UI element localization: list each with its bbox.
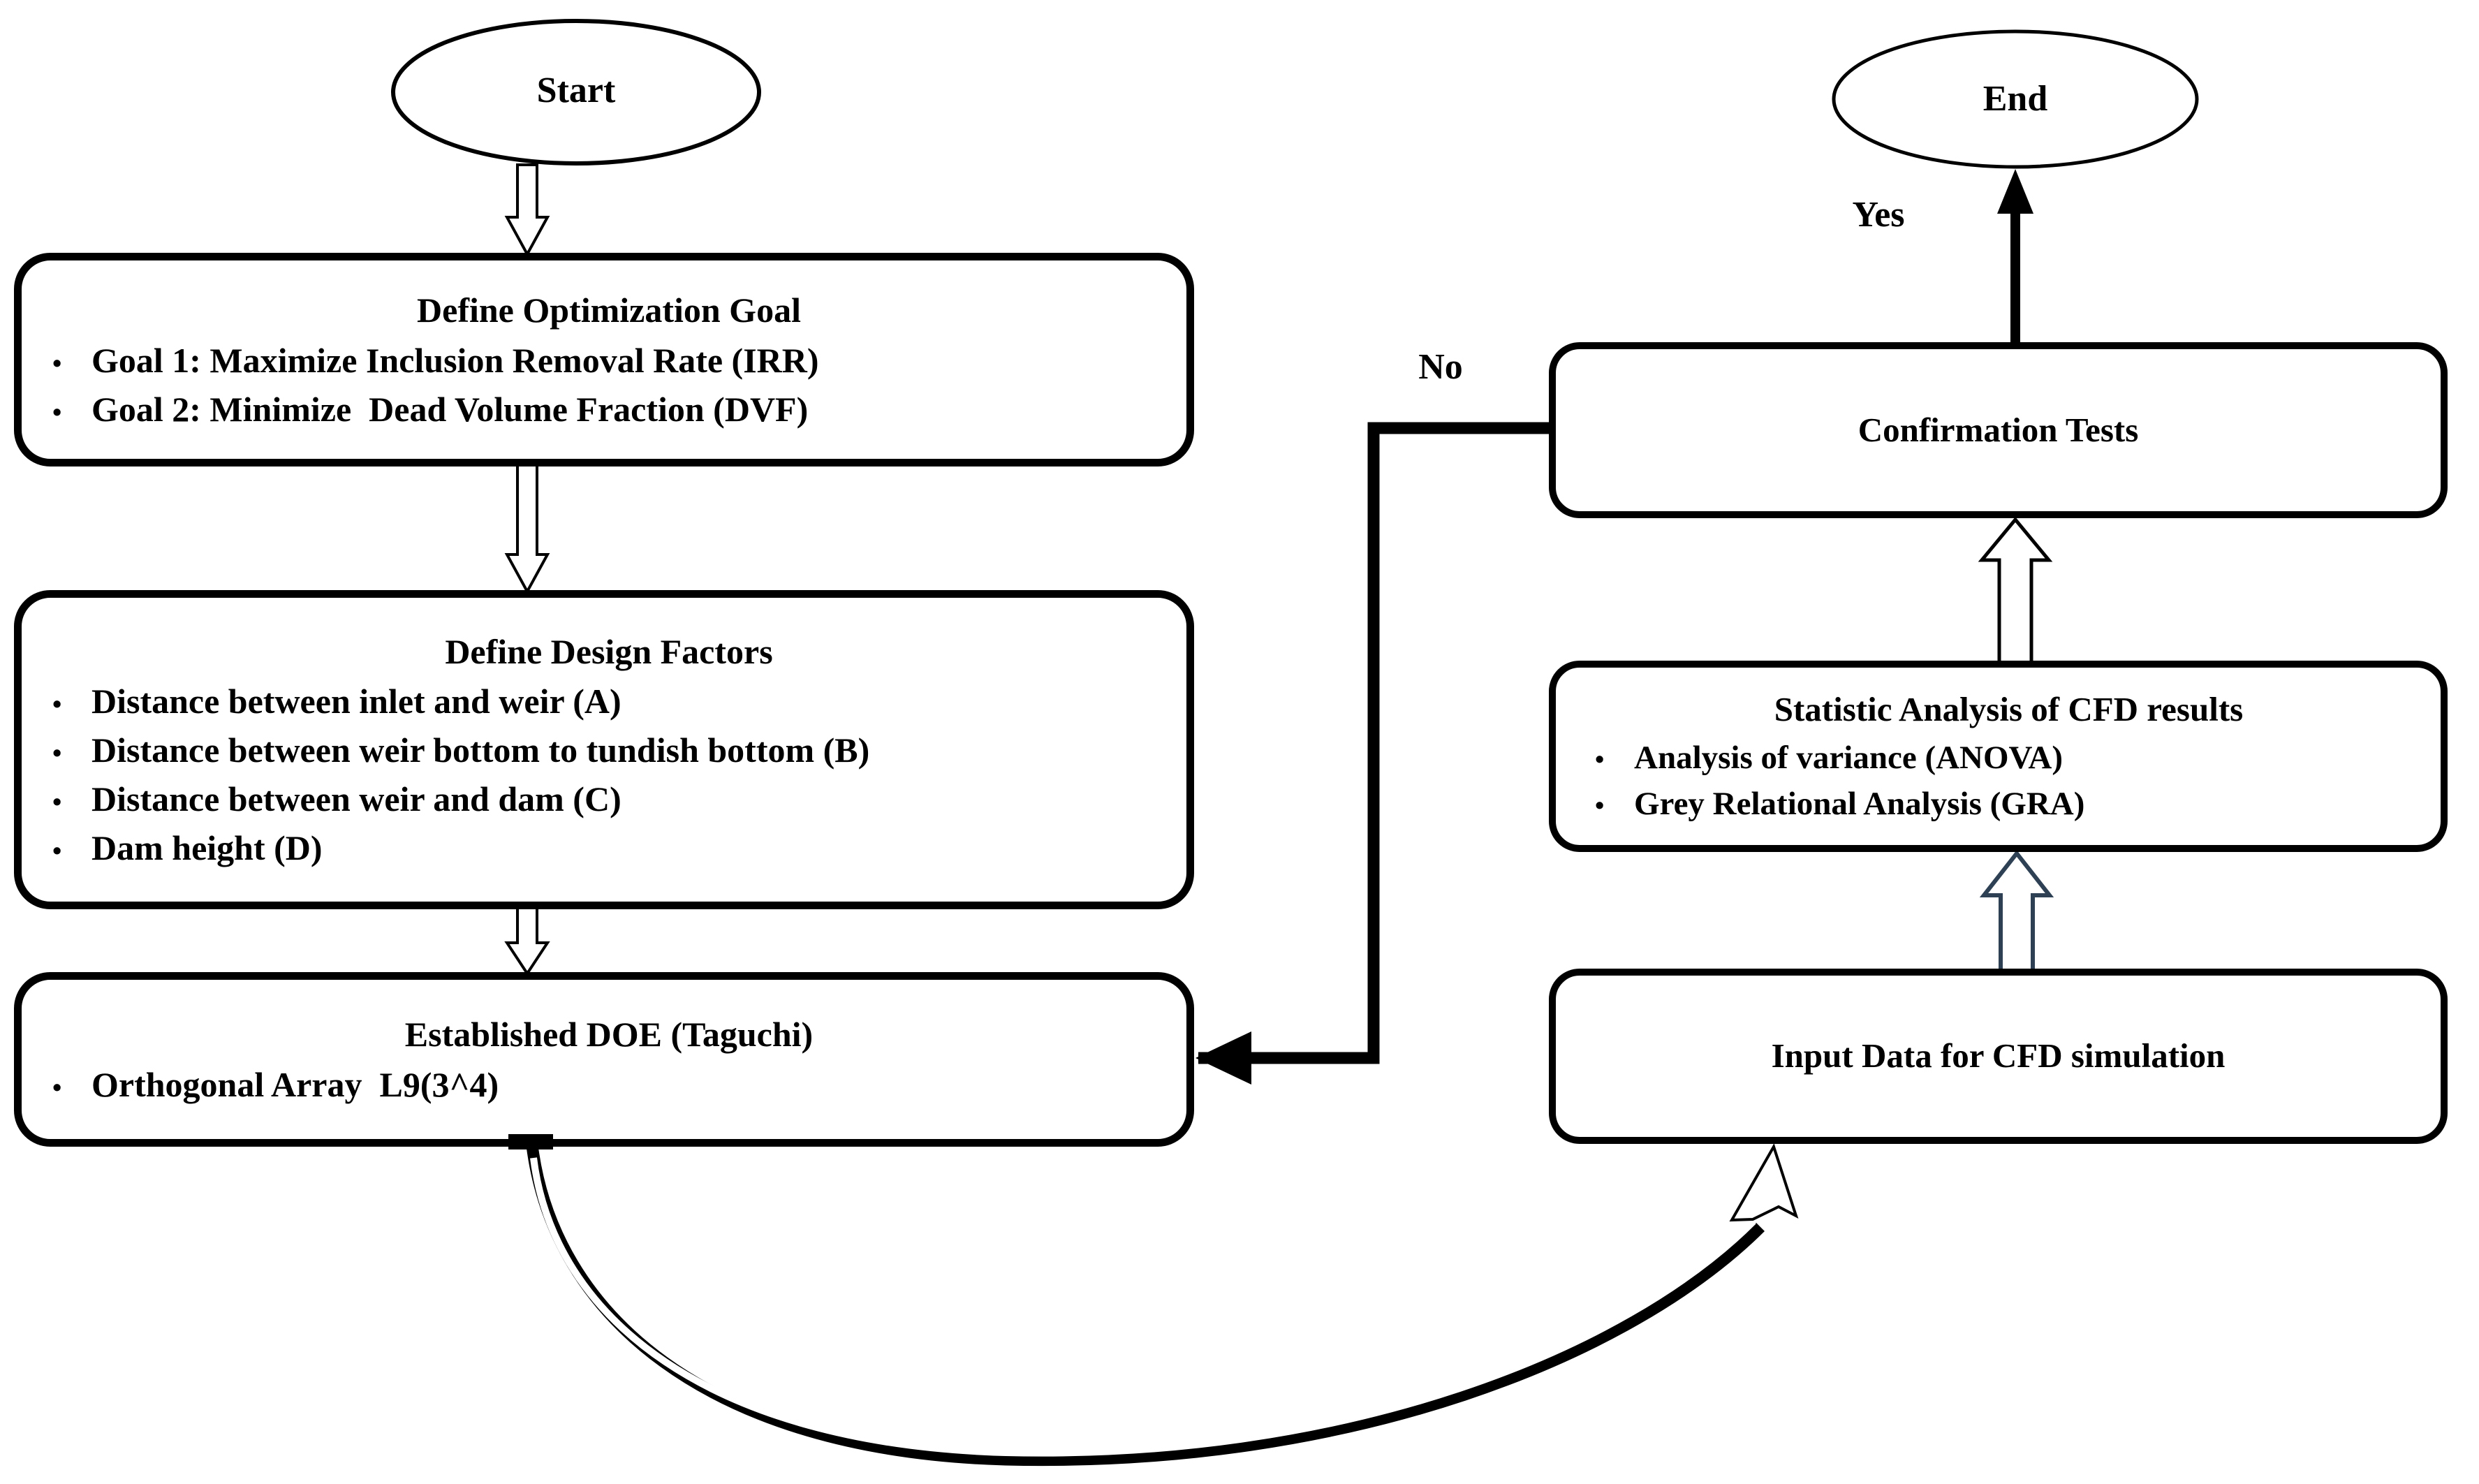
bullet-icon: •: [52, 397, 62, 427]
bullet-icon: •: [52, 837, 62, 867]
bullet-icon: •: [52, 348, 62, 379]
stat-bullet-1: Analysis of variance (ANOVA): [1634, 739, 2064, 776]
down-arrow-start-to-goal-icon: [504, 163, 550, 258]
stat-box: Statistic Analysis of CFD results • Anal…: [1549, 661, 2448, 852]
list-item: • Distance between inlet and weir (A): [52, 682, 1165, 721]
bullet-icon: •: [52, 1073, 62, 1103]
end-terminator-oval: [1832, 29, 2199, 169]
yes-arrowhead-icon: [1997, 169, 2033, 214]
curved-return-arrow-outer: [526, 1144, 1765, 1467]
list-item: • Orthogonal Array L9(3^4): [52, 1065, 1165, 1104]
bullet-icon: •: [52, 690, 62, 720]
end-terminator-label: End: [1983, 79, 2048, 119]
curved-return-arrow-inner: [530, 1157, 1756, 1457]
bullet-icon: •: [1595, 744, 1605, 774]
list-item: • Distance between weir bottom to tundis…: [52, 730, 1165, 770]
bullet-icon: •: [1595, 791, 1605, 821]
curved-return-arrowhead-icon: [1729, 1143, 1799, 1222]
doe-box: Established DOE (Taguchi) • Orthogonal A…: [14, 972, 1194, 1147]
list-item: • Dam height (D): [52, 828, 1165, 867]
goal-bullet-1: Goal 1: Maximize Inclusion Removal Rate …: [91, 340, 819, 380]
yes-label: Yes: [1852, 195, 1905, 235]
factor-bullet-3: Distance between weir and dam (C): [91, 779, 621, 819]
bullet-icon: •: [52, 788, 62, 818]
no-arrowhead-icon: [1196, 1031, 1251, 1085]
input-box-title: Input Data for CFD simulation: [1771, 1036, 2226, 1075]
down-arrow-goal-to-factors-icon: [504, 464, 550, 595]
list-item: • Distance between weir and dam (C): [52, 779, 1165, 818]
doe-bullet-1: Orthogonal Array L9(3^4): [91, 1064, 499, 1104]
start-terminator-label: Start: [536, 71, 616, 110]
stat-bullet-2: Grey Relational Analysis (GRA): [1634, 786, 2085, 823]
factor-bullet-4: Dam height (D): [91, 828, 323, 868]
stat-box-title: Statistic Analysis of CFD results: [1774, 690, 2244, 729]
confirmation-box-title: Confirmation Tests: [1858, 410, 2139, 449]
factor-bullet-2: Distance between weir bottom to tundish …: [91, 730, 870, 770]
list-item: • Analysis of variance (ANOVA): [1595, 740, 2422, 777]
start-terminator-oval: [391, 19, 761, 166]
factors-box-title: Define Design Factors: [445, 631, 773, 671]
factor-bullet-1: Distance between inlet and weir (A): [91, 682, 621, 721]
no-connector-line: [1198, 422, 1553, 1064]
down-arrow-factors-to-doe-icon: [504, 906, 550, 976]
bullet-icon: •: [52, 739, 62, 769]
goal-box-title: Define Optimization Goal: [417, 291, 801, 330]
goal-bullet-2: Goal 2: Minimize Dead Volume Fraction (D…: [91, 389, 809, 429]
doe-box-title: Established DOE (Taguchi): [404, 1015, 814, 1055]
list-item: • Grey Relational Analysis (GRA): [1595, 786, 2422, 823]
no-label: No: [1418, 347, 1463, 387]
list-item: • Goal 1: Maximize Inclusion Removal Rat…: [52, 341, 1165, 380]
input-box: Input Data for CFD simulation: [1549, 969, 2448, 1144]
ribbon-exit-notch: [508, 1134, 553, 1149]
goal-box: Define Optimization Goal • Goal 1: Maxim…: [14, 253, 1194, 466]
confirmation-box: Confirmation Tests: [1549, 342, 2448, 518]
list-item: • Goal 2: Minimize Dead Volume Fraction …: [52, 390, 1165, 429]
factors-box: Define Design Factors • Distance between…: [14, 590, 1194, 909]
